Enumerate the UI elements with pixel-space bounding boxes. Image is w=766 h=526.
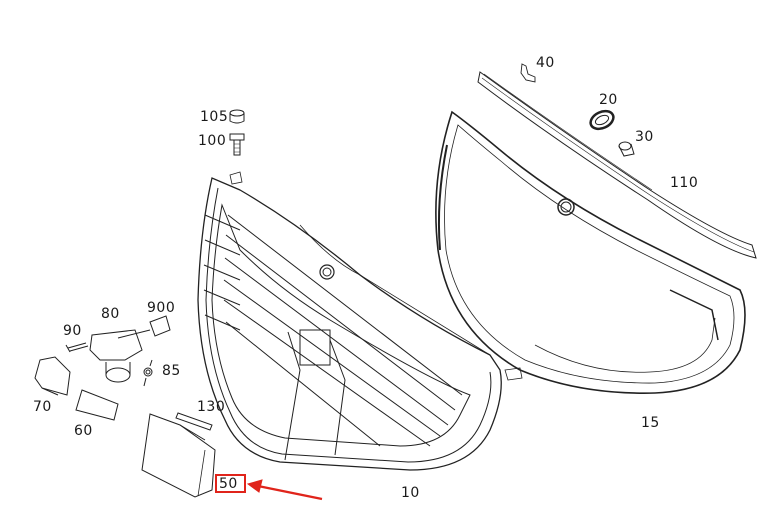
part-130-strip[interactable] xyxy=(175,412,213,431)
label-part-130[interactable]: 130 xyxy=(197,399,226,415)
part-20-emblem[interactable] xyxy=(588,108,617,133)
part-10-grille[interactable] xyxy=(197,171,523,471)
label-part-70[interactable]: 70 xyxy=(33,399,52,415)
part-105-nut[interactable] xyxy=(229,109,245,124)
part-80-actuator[interactable] xyxy=(89,329,151,383)
label-part-15[interactable]: 15 xyxy=(641,415,660,431)
label-part-20[interactable]: 20 xyxy=(599,92,618,108)
highlight-arrow xyxy=(246,479,323,501)
part-15-frame[interactable] xyxy=(435,110,746,394)
part-40-clip[interactable] xyxy=(520,63,536,83)
label-part-100[interactable]: 100 xyxy=(198,133,227,149)
label-part-80[interactable]: 80 xyxy=(101,306,120,322)
part-70-cover[interactable] xyxy=(34,356,71,396)
part-110-trim-strip[interactable] xyxy=(477,71,757,259)
label-part-60[interactable]: 60 xyxy=(74,423,93,439)
label-part-85[interactable]: 85 xyxy=(162,363,181,379)
label-part-90[interactable]: 90 xyxy=(63,323,82,339)
part-30-cap[interactable] xyxy=(618,141,635,157)
part-100-bolt[interactable] xyxy=(229,133,245,156)
part-90-screw[interactable] xyxy=(65,342,89,353)
label-part-105[interactable]: 105 xyxy=(200,109,229,125)
part-50-highlight-box xyxy=(215,474,246,493)
label-part-10[interactable]: 10 xyxy=(401,485,420,501)
part-900-pad[interactable] xyxy=(149,315,171,337)
label-part-40[interactable]: 40 xyxy=(536,55,555,71)
part-85-spring[interactable] xyxy=(143,359,153,387)
label-part-110[interactable]: 110 xyxy=(670,175,699,191)
label-part-50[interactable]: 50 xyxy=(219,476,238,492)
label-part-30[interactable]: 30 xyxy=(635,129,654,145)
part-60-cover[interactable] xyxy=(75,389,119,421)
part-50-cover[interactable] xyxy=(141,413,216,498)
label-part-900[interactable]: 900 xyxy=(147,300,176,316)
